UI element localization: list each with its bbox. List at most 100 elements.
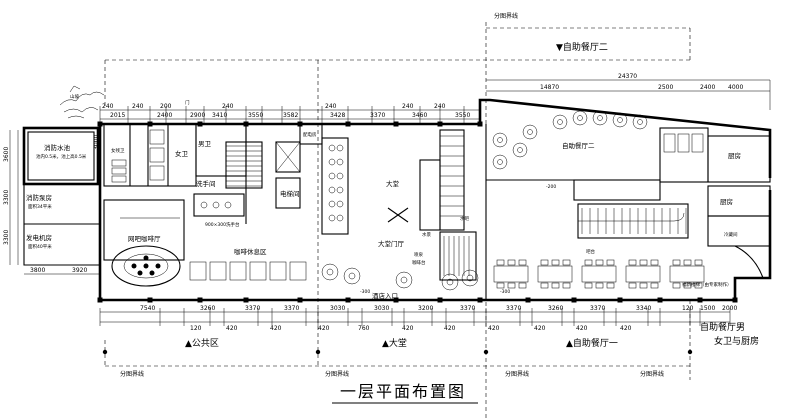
- seat: [639, 282, 648, 289]
- elevator-shafts: [275, 141, 301, 209]
- section-label-buffet-2: ▼自助餐厅二: [556, 41, 608, 53]
- seat: [683, 282, 692, 289]
- column: [197, 297, 203, 303]
- dim-bot-7: 420: [318, 325, 330, 332]
- column: [97, 297, 103, 303]
- dim-top-9: 3582: [283, 112, 298, 119]
- room-elevator: 电梯间: [280, 189, 300, 198]
- dim-top-5: 2900: [190, 112, 205, 119]
- round-table-center: [497, 159, 503, 165]
- seat: [507, 282, 516, 289]
- table: [581, 265, 617, 283]
- seat: [584, 282, 593, 289]
- dim-top-7: 240: [222, 103, 234, 110]
- dim-bot-19: 420: [576, 325, 588, 332]
- chair: [328, 158, 336, 166]
- column: [697, 297, 703, 303]
- seat: [551, 259, 560, 266]
- column: [243, 297, 249, 303]
- dim-top-1: 2015: [110, 112, 125, 119]
- lounge-seating: [189, 261, 307, 281]
- round-table-center: [637, 119, 643, 125]
- round-table: [632, 114, 648, 130]
- table: [493, 265, 529, 283]
- dim-top-10: 240: [325, 103, 337, 110]
- column: [393, 297, 399, 303]
- column: [732, 297, 738, 303]
- seat: [628, 259, 637, 266]
- seat: [694, 259, 703, 266]
- column: [525, 297, 531, 303]
- dim-bot-23: 120: [682, 305, 694, 312]
- dim-bot-21: 420: [620, 325, 632, 332]
- plant-core: [466, 274, 474, 282]
- stall: [111, 175, 127, 183]
- round-table: [512, 142, 528, 158]
- dim-bot-20: 3370: [590, 305, 605, 312]
- room-fire-pool-note: 池内0.5米，池上高0.5米: [36, 153, 87, 160]
- column: [477, 297, 483, 303]
- seat: [672, 259, 681, 266]
- column: [477, 121, 483, 127]
- boundary-label-bottom-1: 分图界线: [120, 370, 144, 378]
- plant-core: [326, 268, 334, 276]
- column: [297, 297, 303, 303]
- chair: [336, 214, 344, 222]
- section-buffet-wc-2: 女卫与厨房: [714, 335, 759, 347]
- column: [345, 297, 351, 303]
- dim-bot-22: 3340: [636, 305, 651, 312]
- dim-bot-8: 3030: [330, 305, 345, 312]
- sofa: [229, 261, 247, 281]
- seat: [672, 282, 681, 289]
- column: [437, 297, 443, 303]
- boundary-label-bottom-2: 分图界线: [325, 370, 349, 378]
- wash-counter: [193, 193, 245, 217]
- table: [625, 265, 661, 283]
- dim-top-3: 200: [160, 103, 172, 110]
- room-fire-pump: 消防泵房: [26, 193, 52, 202]
- seat: [496, 259, 505, 266]
- table: [669, 265, 705, 283]
- room-fountain: 喷泉: [414, 251, 423, 258]
- dim-bot-11: 420: [402, 325, 414, 332]
- room-water: 水景: [422, 231, 431, 238]
- seat: [584, 259, 593, 266]
- dim-bot-16: 3370: [506, 305, 521, 312]
- round-table: [492, 154, 508, 170]
- seat: [639, 259, 648, 266]
- chair: [328, 214, 336, 222]
- dim-bot-17: 420: [534, 325, 546, 332]
- dim-bot-2: 3260: [200, 305, 215, 312]
- round-table-center: [617, 117, 623, 123]
- seat: [562, 282, 571, 289]
- bottom-dimension-values: 7540 120 3260 420 3370 420 3370 420 3030…: [140, 305, 737, 332]
- plant-core: [446, 278, 454, 286]
- round-table: [492, 132, 508, 148]
- room-cafe-lounge: 咖啡休息区: [234, 247, 267, 256]
- round-table: [552, 114, 568, 130]
- round-table: [522, 124, 538, 140]
- round-table: [572, 110, 588, 126]
- label-counter: 900×300洗手台: [205, 221, 240, 228]
- seat: [683, 259, 692, 266]
- bottom-dimension-chain: [99, 308, 731, 326]
- round-table-center: [517, 147, 523, 153]
- dim-left-1: 3300: [3, 190, 10, 205]
- section-buffet-wc-1: 自助餐厅男: [700, 321, 745, 333]
- room-kitchen2: 厨房: [720, 197, 733, 206]
- round-table-center: [557, 119, 563, 125]
- seat: [595, 282, 604, 289]
- lobby-block: [321, 129, 479, 291]
- plant: [441, 273, 459, 291]
- seat: [595, 259, 604, 266]
- dim-bot-15: 420: [488, 325, 500, 332]
- kitchen-stall: [663, 133, 676, 153]
- dim-top-11: 3428: [330, 112, 345, 119]
- seat: [606, 259, 615, 266]
- top-dimension-values: 240 2015 240 200 2400 2900 3410 240 3550…: [102, 73, 743, 119]
- dim-left-2: 3300: [3, 230, 10, 245]
- dim-top-8: 3550: [248, 112, 263, 119]
- room-generator: 发电机房: [26, 233, 52, 242]
- dim-top-16: 3550: [455, 112, 470, 119]
- seat: [694, 282, 703, 289]
